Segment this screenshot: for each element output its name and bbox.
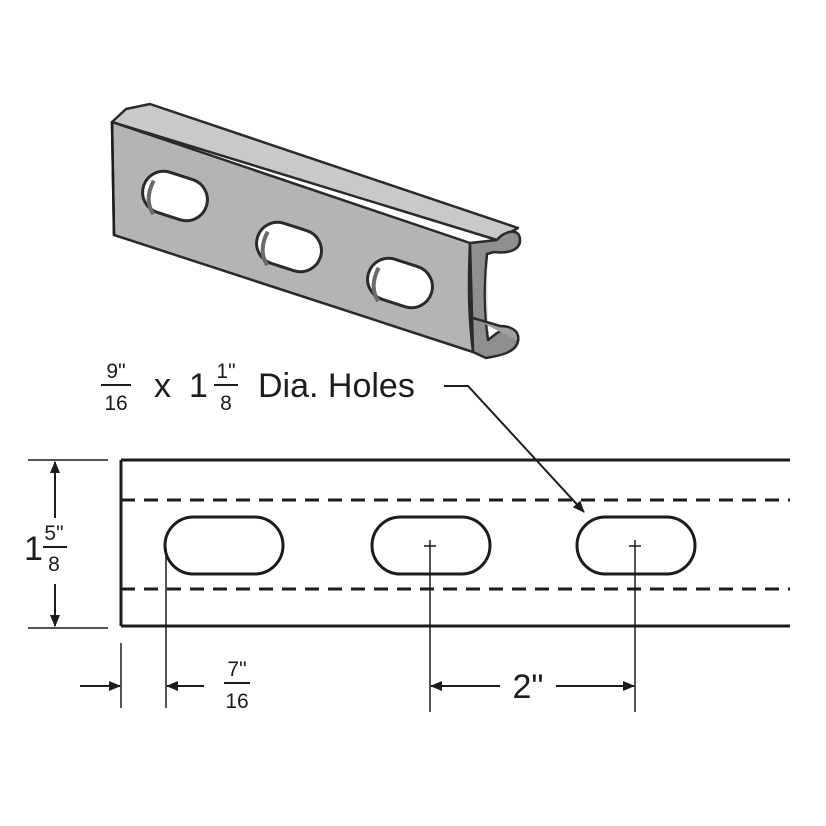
hole-size-denominator: 16 <box>104 392 127 415</box>
callout-leader <box>444 385 585 513</box>
height-denominator: 8 <box>48 553 60 576</box>
height-whole: 1 <box>24 530 43 568</box>
edge-offset-denominator: 16 <box>225 690 248 713</box>
hole-length-whole: 1 <box>189 367 208 405</box>
web-slot-3 <box>366 256 434 310</box>
channel-3d-view <box>110 102 522 360</box>
spacing-label: 2" <box>513 668 544 706</box>
holes-label: Dia. Holes <box>258 367 415 405</box>
hole-callout: 9" 16 x 1 1" 8 Dia. Holes <box>101 360 585 513</box>
channel-bottom-lip <box>472 316 520 342</box>
hole-spacing-dimension: 2" <box>429 552 636 712</box>
hole-size-numerator: 9" <box>106 360 125 383</box>
channel-top-flange <box>110 102 520 242</box>
slot-center-mark-3 <box>629 540 641 552</box>
channel-end-profile <box>468 230 522 360</box>
hole-length-denominator: 8 <box>220 392 232 415</box>
channel-plan-view <box>119 458 790 628</box>
web-slot-2 <box>255 220 323 274</box>
edge-offset-dimension: 7" 16 <box>80 548 250 713</box>
height-numerator: 5" <box>44 522 63 545</box>
web-slot-1 <box>141 169 209 223</box>
web-slot-holes <box>141 169 434 310</box>
plan-slot-1 <box>163 515 285 576</box>
hole-length-numerator: 1" <box>216 360 235 383</box>
slot-center-mark-2 <box>424 540 436 552</box>
times-sign: x <box>154 367 171 405</box>
edge-offset-numerator: 7" <box>227 658 246 681</box>
height-dimension: 1 5" 8 <box>24 459 108 629</box>
